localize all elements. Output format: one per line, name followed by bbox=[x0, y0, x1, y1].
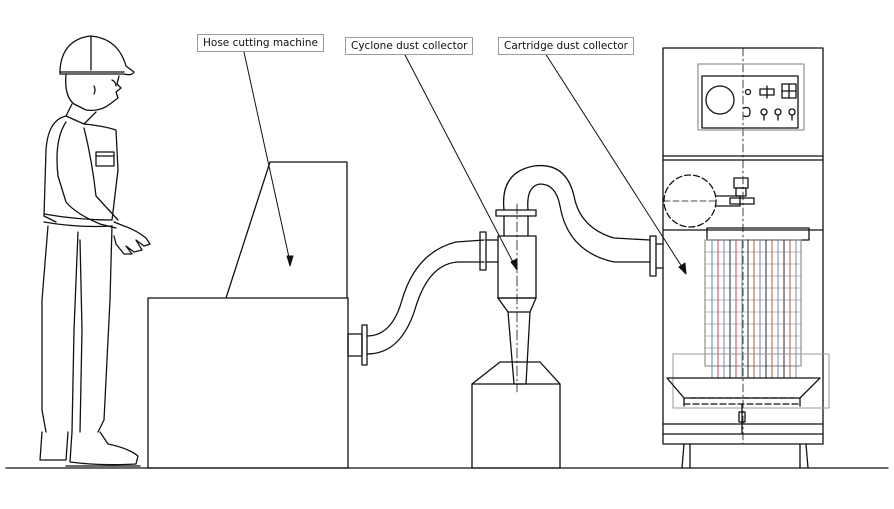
cartridge-filter-frame bbox=[704, 239, 802, 367]
machine-outlet-flange bbox=[361, 324, 368, 366]
indicator-lamp-2 bbox=[774, 108, 782, 116]
chest-pocket bbox=[95, 151, 115, 167]
leader-cartridge bbox=[544, 52, 685, 271]
hose-cyclone-to-cartridge bbox=[502, 164, 651, 263]
label-cyclone-dust-collector: Cyclone dust collector bbox=[345, 37, 474, 55]
cyclone-stand bbox=[471, 361, 561, 385]
legs bbox=[41, 225, 49, 433]
hose-machine-to-cyclone bbox=[366, 239, 485, 355]
cabinet-leg-left bbox=[681, 443, 685, 469]
hard-hat bbox=[59, 35, 135, 76]
hand bbox=[113, 221, 151, 255]
indicator-lamp-1 bbox=[760, 108, 768, 116]
left-boot bbox=[39, 431, 69, 461]
leader-lines bbox=[243, 51, 687, 275]
cyclone-dust-collector bbox=[471, 203, 561, 469]
control-panel bbox=[697, 63, 805, 131]
pulse-air-tank bbox=[663, 174, 717, 228]
solenoid-valve bbox=[733, 177, 749, 189]
torso bbox=[43, 115, 67, 223]
machine-base bbox=[147, 297, 349, 469]
cartridge-filters bbox=[711, 239, 797, 379]
label-cartridge-dust-collector: Cartridge dust collector bbox=[498, 37, 634, 55]
dust-hopper-outline bbox=[672, 353, 830, 409]
head bbox=[65, 73, 122, 112]
worker-figure bbox=[39, 35, 151, 467]
machine-top-housing bbox=[225, 161, 348, 299]
cartridge-inlet-flange bbox=[649, 235, 657, 277]
hose-cutting-machine bbox=[147, 161, 368, 469]
right-boot bbox=[69, 431, 139, 466]
leader-hose-cutting-machine bbox=[243, 51, 291, 263]
cyclone-inlet-flange bbox=[479, 231, 487, 271]
leader-cyclone bbox=[403, 52, 516, 267]
dust-hopper bbox=[666, 377, 821, 399]
label-hose-cutting-machine: Hose cutting machine bbox=[197, 34, 324, 52]
indicator-lamp-3 bbox=[788, 108, 796, 116]
cartridge-dust-collector bbox=[649, 47, 830, 469]
gauge-dial bbox=[705, 85, 735, 115]
cyclone-pedestal bbox=[471, 383, 561, 469]
